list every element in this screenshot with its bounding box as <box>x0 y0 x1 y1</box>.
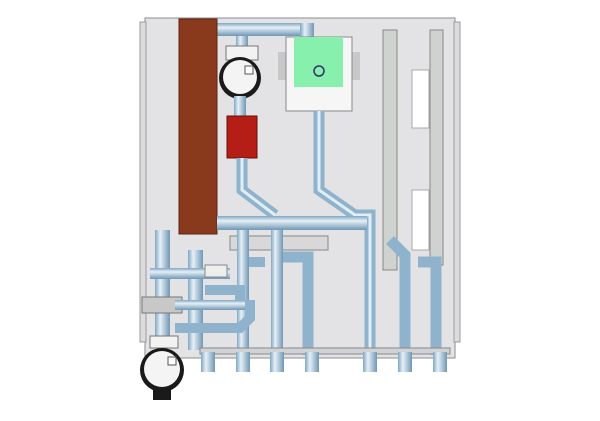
bottom-connections <box>199 347 451 372</box>
upper-pump <box>219 36 261 116</box>
connection-fitting <box>236 352 250 372</box>
top-pipe-elbow <box>300 23 314 39</box>
controller-logo-icon <box>313 65 325 77</box>
red-valve-actuator <box>226 115 258 159</box>
plate-heat-exchanger <box>178 18 218 235</box>
connection-fitting <box>201 352 215 372</box>
rail-left <box>382 29 398 271</box>
controller-box <box>278 36 360 112</box>
connection-fitting <box>270 352 284 372</box>
lower-pump <box>140 335 184 400</box>
connection-fitting <box>433 352 447 372</box>
connection-fitting <box>305 352 319 372</box>
connection-fitting <box>363 352 377 372</box>
connection-fitting <box>398 352 412 372</box>
top-pipe <box>217 23 313 36</box>
rail-right <box>429 29 444 266</box>
left-valve-group <box>141 230 255 350</box>
main-manifold <box>217 216 367 230</box>
